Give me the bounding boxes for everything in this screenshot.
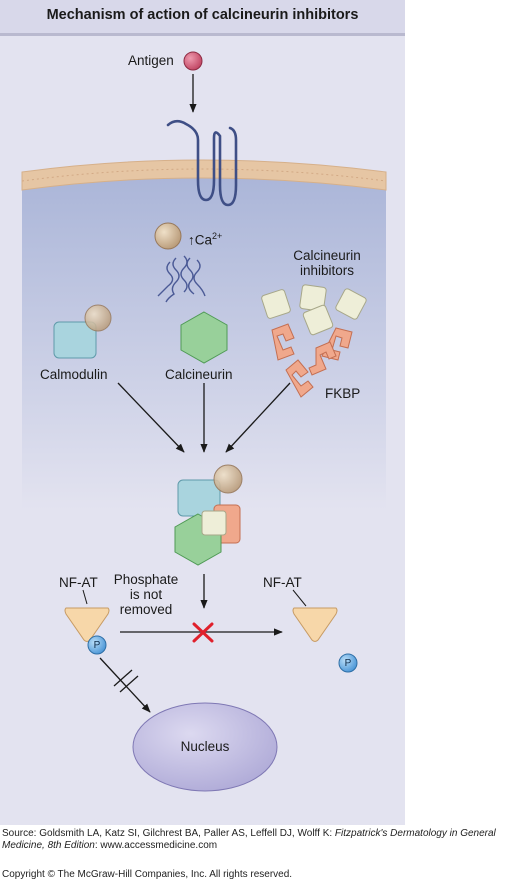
nfat-left-shape	[64, 607, 110, 642]
label-fkbp: FKBP	[325, 386, 361, 401]
label-phosphate-not-removed: Phosphate is not removed	[113, 572, 179, 617]
receptor	[166, 119, 238, 207]
nfat-right-shape	[292, 607, 338, 642]
calmodulin-shape	[53, 321, 97, 359]
label-calcineurin-inhibitors: Calcineurin inhibitors	[293, 248, 361, 278]
fkbp-shapes	[271, 323, 353, 398]
phosphate-left	[87, 635, 107, 655]
diagram-title: Mechanism of action of calcineurin inhib…	[46, 7, 359, 23]
label-calcium: ↑Ca2+	[188, 231, 223, 248]
antigen-molecule	[183, 51, 203, 71]
calcineurin-inhibitor-shapes	[261, 284, 367, 336]
label-nfat-left: NF-AT	[59, 575, 98, 590]
phosphate-right	[338, 653, 358, 673]
label-calcineurin: Calcineurin	[165, 367, 233, 382]
title-band	[0, 0, 405, 36]
calcium-strands	[157, 255, 206, 303]
nucleus-blocked-arrow	[99, 657, 151, 713]
calcium-ion	[154, 222, 182, 250]
label-nucleus: Nucleus	[180, 739, 230, 754]
label-antigen: Antigen	[128, 53, 174, 68]
source-citation: Source: Goldsmith LA, Katz SI, Gilchrest…	[2, 828, 496, 851]
calmodulin-calcium	[84, 304, 112, 332]
blocked-x-icon	[192, 622, 214, 643]
label-nfat-right: NF-AT	[263, 575, 302, 590]
cell-membrane	[21, 159, 387, 191]
nucleus-shape	[132, 702, 278, 792]
calmodulin-arrow	[117, 382, 185, 453]
copyright-notice: Copyright © The McGraw-Hill Companies, I…	[2, 869, 293, 880]
inhibitor-complex	[174, 464, 243, 566]
label-phosphate-right: P	[344, 658, 352, 669]
calcineurin-shape	[180, 311, 228, 364]
label-calmodulin: Calmodulin	[40, 367, 108, 382]
inhibitor-arrow	[225, 382, 291, 453]
label-phosphate-left: P	[93, 640, 101, 651]
